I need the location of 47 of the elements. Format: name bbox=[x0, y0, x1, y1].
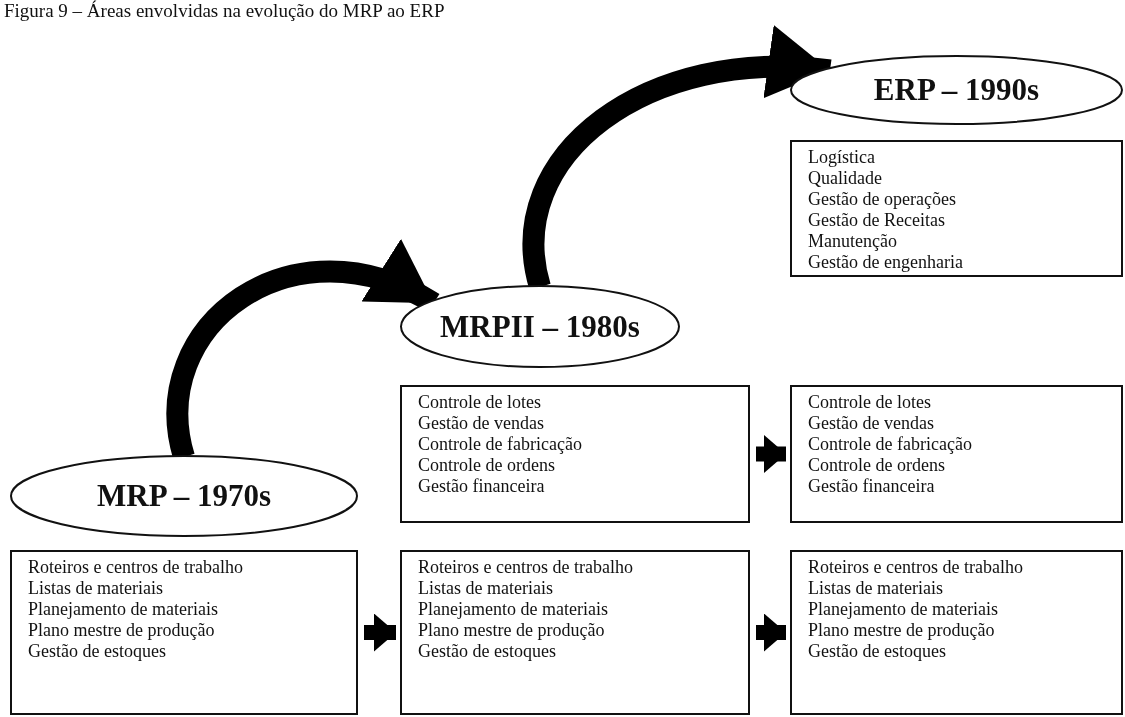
block-arrow bbox=[364, 613, 396, 652]
module-item: Controle de fabricação bbox=[418, 434, 583, 455]
module-item: Listas de materiais bbox=[808, 578, 944, 599]
period-label: ERP – 1990s bbox=[873, 72, 1040, 108]
module-item: Logística bbox=[808, 147, 876, 168]
module-item: Gestão de estoques bbox=[418, 641, 557, 662]
module-list-box bbox=[10, 550, 358, 715]
module-item: Roteiros e centros de trabalho bbox=[418, 557, 634, 578]
module-item: Controle de fabricação bbox=[808, 434, 973, 455]
module-item: Roteiros e centros de trabalho bbox=[28, 557, 244, 578]
module-item: Manutenção bbox=[808, 231, 898, 252]
block-arrow bbox=[756, 435, 786, 473]
module-list-box bbox=[790, 140, 1123, 277]
module-list-box bbox=[790, 385, 1123, 523]
module-item: Plano mestre de produção bbox=[28, 620, 216, 641]
module-item: Gestão de vendas bbox=[808, 413, 935, 434]
module-item: Planejamento de materiais bbox=[28, 599, 219, 620]
module-item: Controle de ordens bbox=[808, 455, 946, 476]
module-list-box bbox=[790, 550, 1123, 715]
module-item: Gestão financeira bbox=[808, 476, 936, 497]
period-label: MRP – 1970s bbox=[97, 478, 271, 514]
module-item: Plano mestre de produção bbox=[418, 620, 606, 641]
module-item: Gestão de Receitas bbox=[808, 210, 946, 231]
module-item: Qualidade bbox=[808, 168, 883, 189]
module-item: Gestão de operações bbox=[808, 189, 957, 210]
module-item: Controle de ordens bbox=[418, 455, 556, 476]
module-item: Gestão de estoques bbox=[808, 641, 947, 662]
module-item: Gestão financeira bbox=[418, 476, 546, 497]
module-item: Controle de lotes bbox=[808, 392, 932, 413]
module-list-box bbox=[400, 550, 750, 715]
module-item: Gestão de engenharia bbox=[808, 252, 964, 273]
period-ellipse bbox=[790, 55, 1123, 125]
module-item: Planejamento de materiais bbox=[808, 599, 999, 620]
module-item: Planejamento de materiais bbox=[418, 599, 609, 620]
module-item: Controle de lotes bbox=[418, 392, 542, 413]
block-arrow bbox=[756, 613, 786, 652]
module-item: Listas de materiais bbox=[418, 578, 554, 599]
figure-title: Figura 9 – Áreas envolvidas na evolução do MRP ao ERP bbox=[4, 0, 445, 22]
module-item: Gestão de vendas bbox=[418, 413, 545, 434]
module-item: Roteiros e centros de trabalho bbox=[808, 557, 1024, 578]
period-ellipse bbox=[400, 285, 680, 368]
module-list-box bbox=[400, 385, 750, 523]
module-item: Plano mestre de produção bbox=[808, 620, 996, 641]
module-item: Gestão de estoques bbox=[28, 641, 167, 662]
period-label: MRPII – 1980s bbox=[440, 308, 640, 345]
module-item: Listas de materiais bbox=[28, 578, 164, 599]
period-ellipse bbox=[10, 455, 358, 537]
